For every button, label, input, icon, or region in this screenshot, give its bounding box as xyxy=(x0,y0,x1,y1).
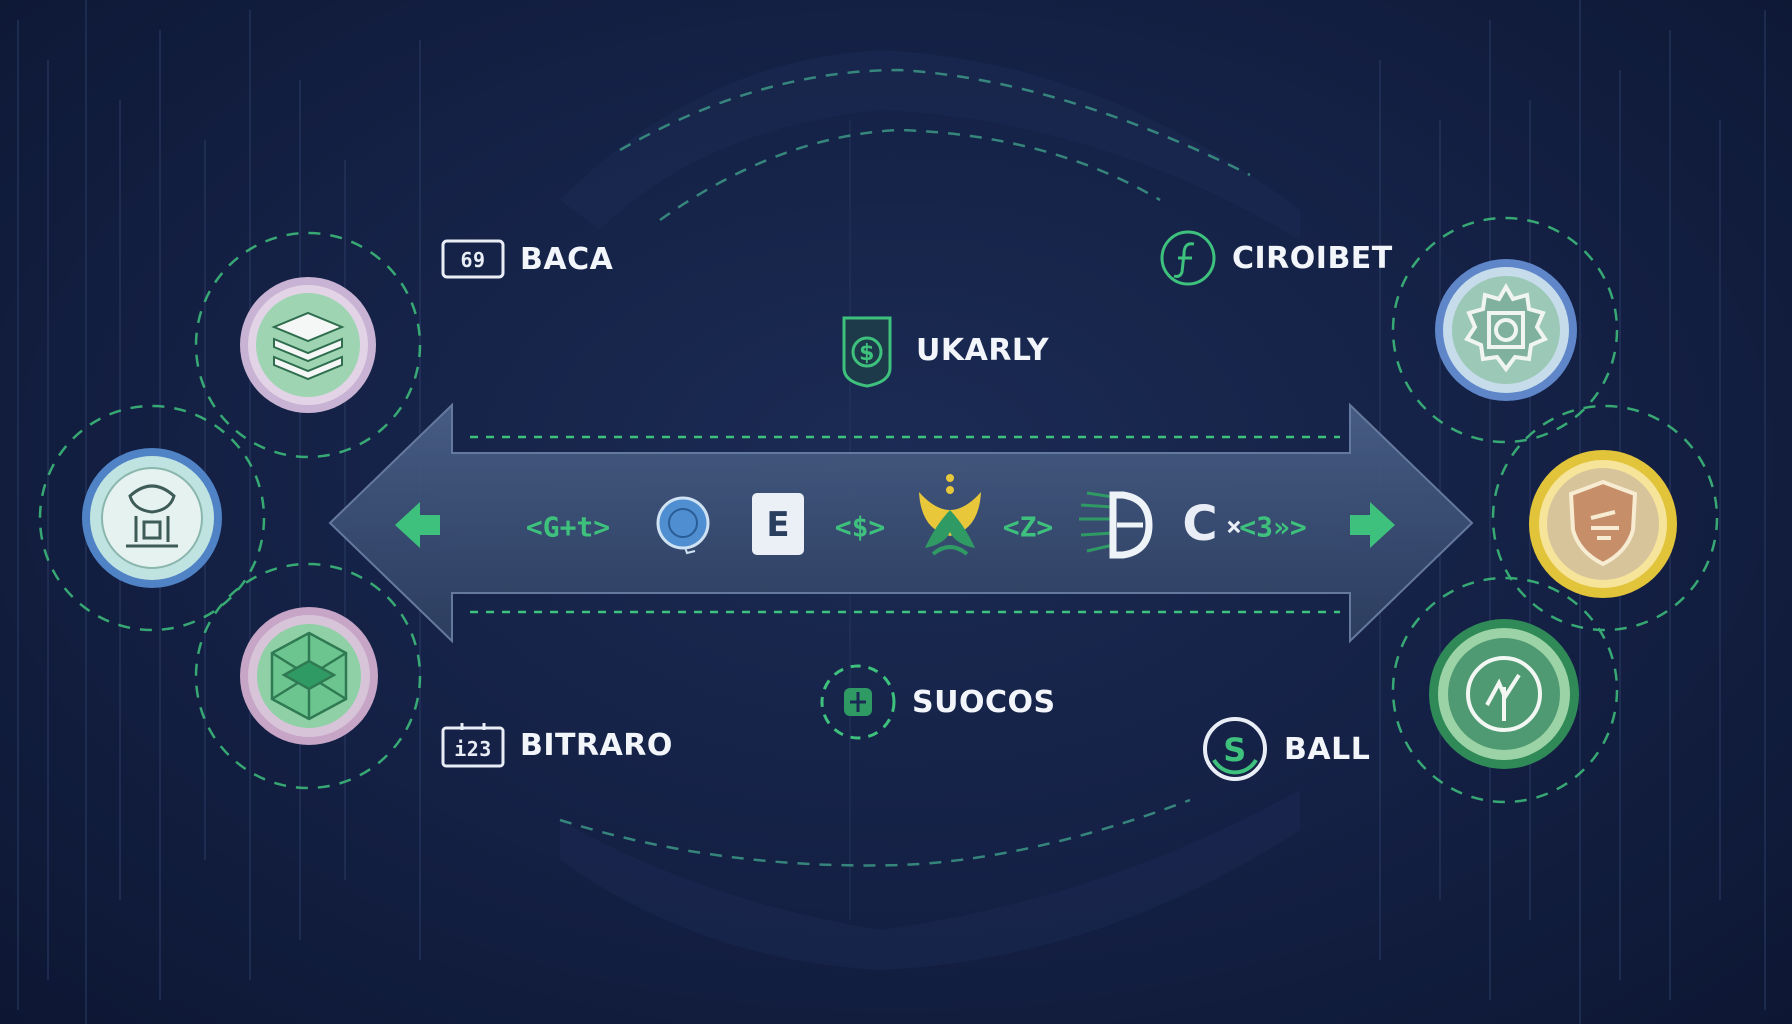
f-circle-icon xyxy=(1160,230,1216,286)
svg-text:i23: i23 xyxy=(454,737,492,761)
background-shapes xyxy=(560,50,1300,970)
label-ball-text: BALL xyxy=(1284,731,1371,767)
ticket-icon: i23 xyxy=(441,723,505,768)
label-baca: 69 BACA xyxy=(440,236,613,282)
svg-text:$: $ xyxy=(859,341,875,366)
label-baca-text: BACA xyxy=(520,241,614,277)
label-ciroibet: CIROIBET xyxy=(1158,228,1393,288)
label-ball: S BALL xyxy=(1200,714,1370,784)
svg-text:69: 69 xyxy=(460,248,485,272)
label-suocos: SUOCOS xyxy=(818,662,1056,742)
double-arrow xyxy=(328,402,1474,644)
tree-coin-icon xyxy=(1429,619,1579,769)
layers-coin-icon xyxy=(240,277,376,413)
dashed-arcs xyxy=(559,68,1251,867)
label-ukarly-text: UKARLY xyxy=(916,332,1050,368)
cube-coin-icon xyxy=(240,607,378,745)
s-circle-icon: S xyxy=(1203,717,1267,781)
creature-coin-icon xyxy=(82,448,222,588)
gear-cog-icon xyxy=(820,664,896,740)
right-arrow-icon xyxy=(1350,502,1395,548)
label-ukarly: $ UKARLY xyxy=(832,312,1049,388)
left-arrow-icon xyxy=(395,502,440,548)
label-bitraro-text: BITRARO xyxy=(520,727,673,763)
label-suocos-text: SUOCOS xyxy=(912,684,1056,720)
coin-rings xyxy=(38,216,1719,804)
ticket-icon: 69 xyxy=(441,239,505,279)
label-bitraro: i23 BITRARO xyxy=(440,720,673,770)
label-ciroibet-text: CIROIBET xyxy=(1232,240,1393,276)
shield-coin-icon xyxy=(1529,450,1677,598)
gear-coin-icon xyxy=(1435,259,1577,401)
dollar-shield-icon: $ xyxy=(842,316,892,388)
svg-text:S: S xyxy=(1223,731,1247,769)
